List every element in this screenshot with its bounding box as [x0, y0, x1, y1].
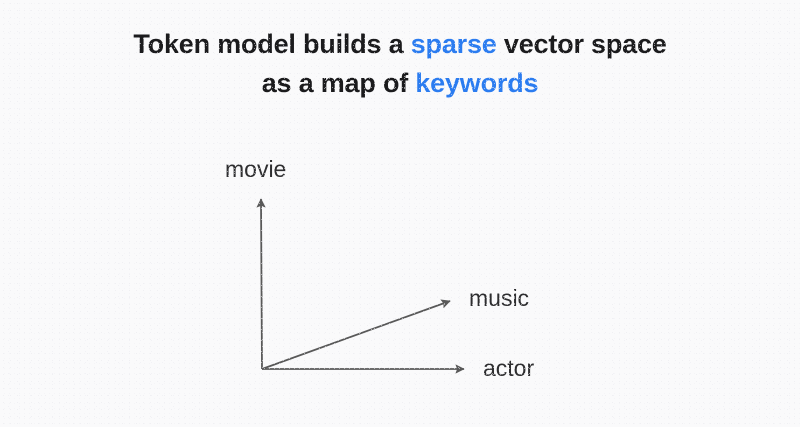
axis-line-music	[261, 299, 451, 370]
axis-label-music: music	[469, 285, 530, 311]
axis-line-movie	[256, 198, 266, 370]
axis-label-movie: movie	[225, 156, 287, 182]
axis-label-actor: actor	[483, 355, 535, 381]
